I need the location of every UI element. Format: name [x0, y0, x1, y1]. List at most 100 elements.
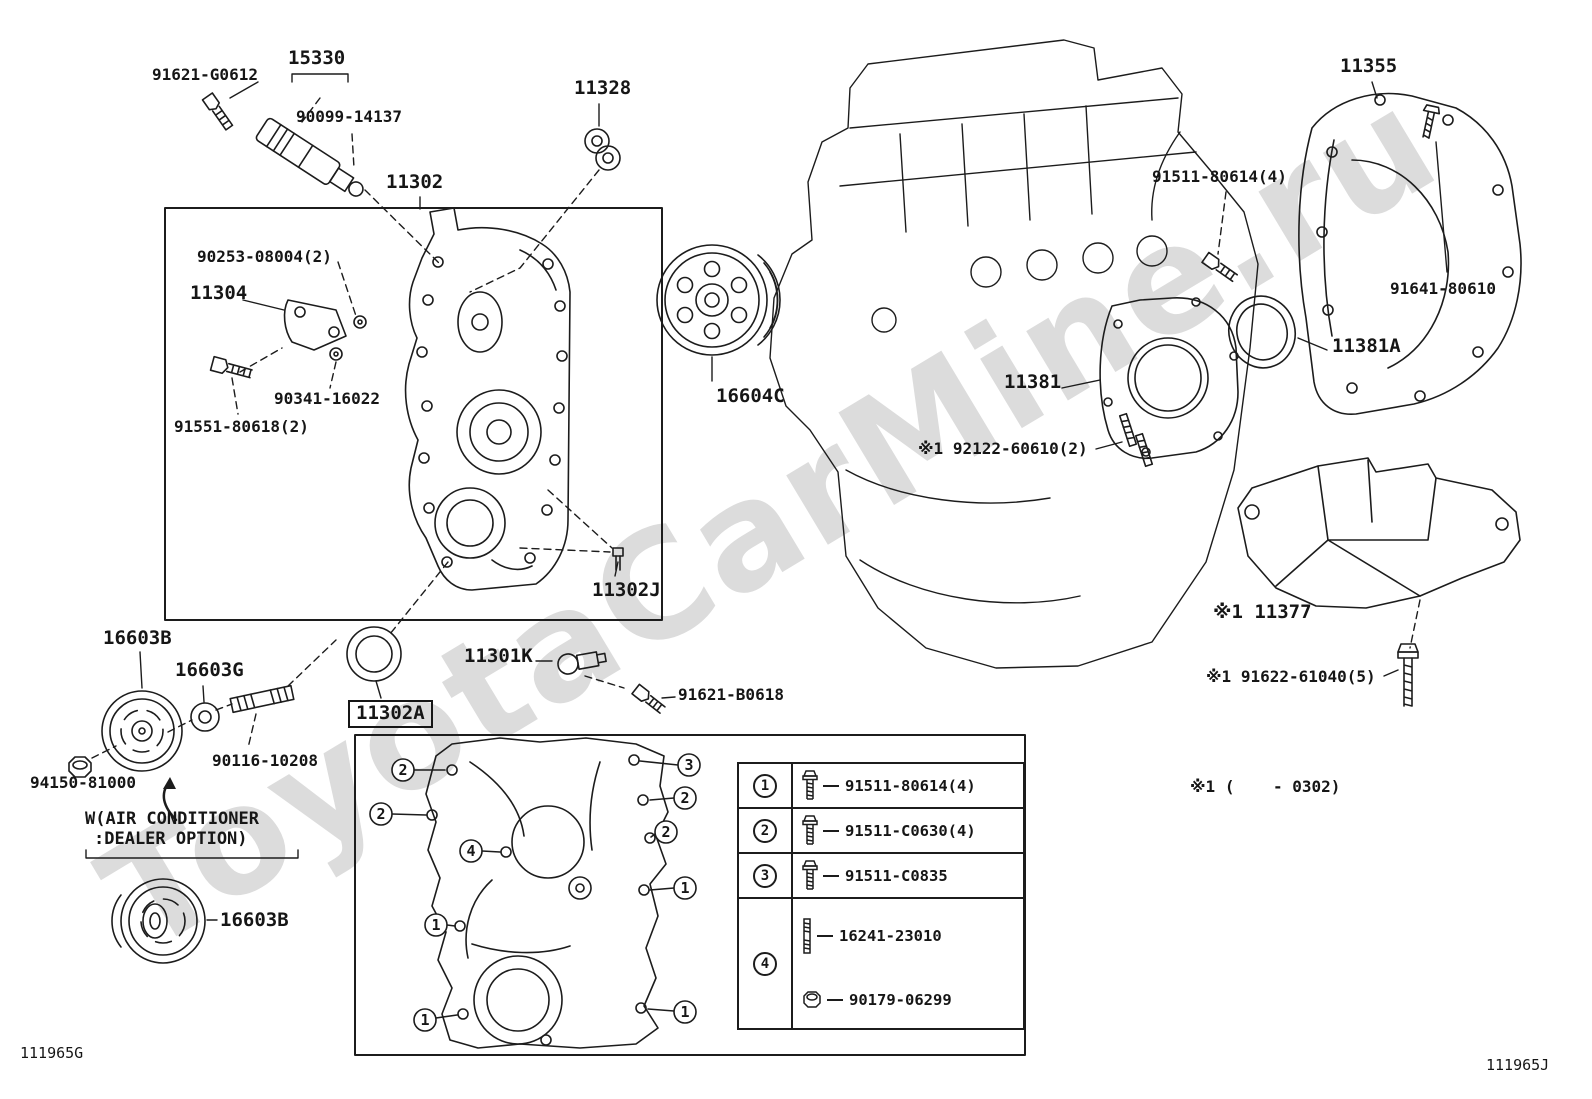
callout-91621-b0618[interactable]: 91621-B0618 [678, 685, 784, 704]
nut-icon [803, 991, 821, 1008]
ac-note-line1: W(AIR CONDITIONER [85, 809, 259, 829]
legend-badge-4: 4 [753, 951, 777, 976]
callout-16603b-bottom[interactable]: 16603B [220, 909, 289, 931]
callout-11381[interactable]: 11381 [1004, 371, 1062, 393]
fastener-legend-table: 1 91511-80614(4) 2 91511-C0630(4) 3 [737, 762, 1025, 1030]
balloon-2: 2 [661, 823, 670, 841]
callout-16603g[interactable]: 16603G [175, 659, 244, 681]
stud-90116-drawing [229, 684, 295, 714]
balloon-3: 3 [684, 756, 693, 774]
legend-connector-line [827, 999, 843, 1002]
callout-11355[interactable]: 11355 [1340, 55, 1398, 77]
callout-11302j[interactable]: 11302J [592, 579, 661, 601]
legend-connector-line [817, 934, 833, 937]
callout-90099-14137[interactable]: 90099-14137 [296, 107, 402, 126]
callout-11328[interactable]: 11328 [574, 77, 632, 99]
assembly-box-11302 [164, 207, 663, 621]
studs-92122-drawing [1118, 412, 1154, 468]
callout-90341-16022[interactable]: 90341-16022 [274, 389, 380, 408]
legend-badge-2: 2 [753, 818, 777, 843]
legend-part-number: 16241-23010 [839, 926, 942, 945]
plate-11381-drawing [1099, 297, 1239, 459]
pulley-16603b-top-drawing [101, 690, 183, 772]
callout-11301k[interactable]: 11301K [464, 645, 533, 667]
callout-11304[interactable]: 11304 [190, 282, 248, 304]
legend-part-number: 91511-80614(4) [845, 776, 976, 795]
ac-arrow [162, 777, 178, 822]
callout-11302[interactable]: 11302 [386, 171, 444, 193]
doc-number-right: 111965J [1486, 1056, 1550, 1074]
timing-cover-drawing [404, 207, 571, 591]
legend-part-number: 91511-C0630(4) [845, 821, 976, 840]
callout-91551-80618[interactable]: 91551-80618(2) [174, 417, 309, 436]
callout-11381a[interactable]: 11381A [1332, 335, 1401, 357]
bolt-11302j-drawing [612, 547, 624, 571]
balloon-1: 1 [680, 1003, 689, 1021]
legend-row-3[interactable]: 3 91511-C0835 [739, 854, 1023, 899]
bolt-90341-drawing [329, 347, 343, 361]
bolt-91511-80614-drawing [1201, 251, 1239, 283]
bolt-91551-drawing [209, 355, 253, 379]
callout-91511-80614[interactable]: 91511-80614(4) [1152, 167, 1287, 186]
callout-16604c[interactable]: 16604C [716, 385, 785, 407]
pulley-16604c-drawing [656, 244, 781, 356]
callout-91641-80610[interactable]: 91641-80610 [1390, 279, 1496, 298]
balloon-1: 1 [431, 916, 440, 934]
flange-bolt-icon [802, 769, 818, 800]
callout-91622-61040[interactable]: ※1 91622-61040(5) [1206, 667, 1376, 686]
callout-15330[interactable]: 15330 [288, 47, 346, 69]
legend-row-1[interactable]: 1 91511-80614(4) [739, 764, 1023, 809]
balloon-2: 2 [398, 761, 407, 779]
balloon-2: 2 [376, 805, 385, 823]
collar-16603g-drawing [190, 702, 220, 732]
leader-lines [85, 73, 1448, 921]
ac-note-line2: :DEALER OPTION) [94, 829, 248, 849]
seal-11302a-drawing [346, 626, 402, 682]
legend-row-2[interactable]: 2 91511-C0630(4) [739, 809, 1023, 854]
balloon-1: 1 [420, 1011, 429, 1029]
legend-connector-line [823, 874, 839, 877]
note-applicability: ※1 ( - 0302) [1190, 777, 1341, 796]
callout-16603b-top[interactable]: 16603B [103, 627, 172, 649]
balloon-4: 4 [466, 842, 475, 860]
callout-11377[interactable]: ※1 11377 [1213, 601, 1312, 623]
bolt-91621-b0618-drawing [631, 683, 666, 714]
sensor-11301k-drawing [557, 651, 607, 675]
callout-91621-g0612[interactable]: 91621-G0612 [152, 65, 258, 84]
callout-94150-81000[interactable]: 94150-81000 [30, 773, 136, 792]
callout-11302a-highlighted[interactable]: 11302A [348, 700, 433, 728]
callout-92122-60610[interactable]: ※1 92122-60610(2) [918, 439, 1088, 458]
tensioner-11304-drawing [283, 299, 367, 351]
detail-box [354, 734, 1026, 1056]
callout-90116-10208[interactable]: 90116-10208 [212, 751, 318, 770]
callout-90253-08004[interactable]: 90253-08004(2) [197, 247, 332, 266]
bolt-91641-80610-drawing [1422, 104, 1441, 139]
plate-11355-drawing [1298, 92, 1522, 415]
legend-connector-line [823, 829, 839, 832]
flange-bolt-icon [802, 859, 818, 890]
engine-block-drawing [769, 39, 1259, 669]
legend-connector-line [823, 784, 839, 787]
doc-number-left: 111965G [20, 1044, 84, 1062]
legend-badge-3: 3 [753, 863, 777, 888]
valve-15330-drawing [255, 117, 364, 197]
bolt-91621-g0612-drawing [201, 92, 234, 131]
bracket-11377-drawing [1237, 457, 1521, 609]
detail-cover-drawing [425, 737, 669, 1049]
legend-part-number: 90179-06299 [849, 991, 952, 1010]
bolt-91622-drawing [1397, 643, 1419, 707]
legend-part-number: 91511-C0835 [845, 866, 948, 885]
legend-row-4[interactable]: 4 16241-23010 90179-06299 [739, 899, 1023, 1028]
nut-94150-drawing [68, 756, 92, 778]
seal-11381a-drawing [1228, 295, 1296, 369]
balloons: 2 3 2 2 2 4 1 1 1 1 [369, 753, 701, 1032]
balloon-1: 1 [680, 879, 689, 897]
legend-badge-1: 1 [753, 773, 777, 798]
gasket-11328-drawing [584, 128, 621, 171]
pulley-16603b-bottom-drawing [111, 878, 206, 964]
balloon-2: 2 [680, 789, 689, 807]
stud-icon [803, 918, 811, 954]
dashed-leader-lines [91, 97, 1421, 759]
